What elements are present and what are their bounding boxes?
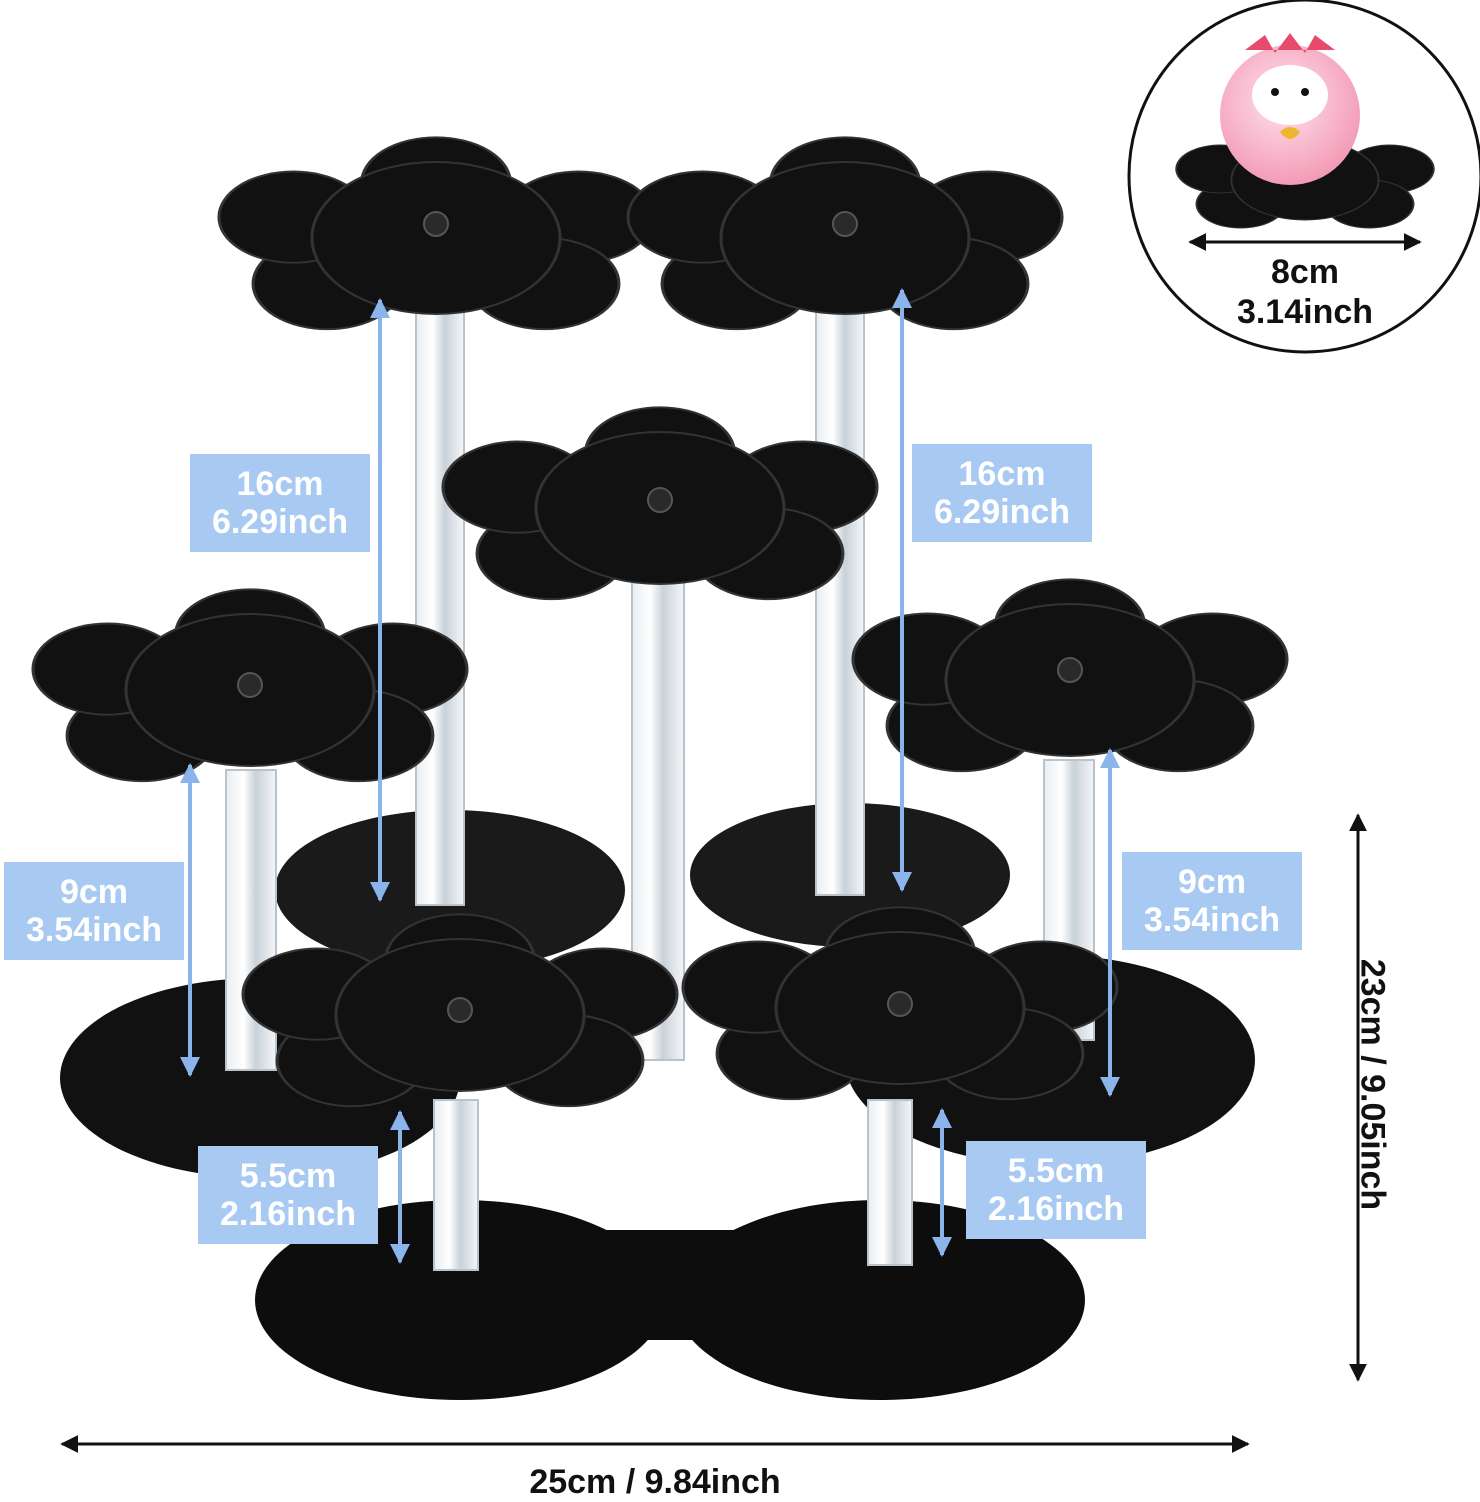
total-height-label: 23cm / 9.05inch — [1353, 958, 1392, 1211]
screws — [237, 211, 1083, 1023]
label-short-right-cm: 5.5cm — [1007, 1152, 1105, 1190]
overall-arrows — [60, 813, 1367, 1453]
label-tall-right-inch: 6.29inch — [933, 493, 1071, 531]
height-arrows — [180, 288, 1120, 1264]
label-mid-left-inch: 3.54inch — [25, 911, 163, 949]
label-short-left-inch: 2.16inch — [219, 1195, 357, 1233]
label-mid-right: 9cm 3.54inch — [1122, 852, 1302, 950]
label-short-right: 5.5cm 2.16inch — [966, 1141, 1146, 1239]
label-tall-right-cm: 16cm — [958, 455, 1046, 493]
platform-size-cm: 8cm — [1270, 253, 1340, 291]
label-short-right-inch: 2.16inch — [987, 1190, 1125, 1228]
platform-size-inch: 3.14inch — [1236, 293, 1374, 331]
label-mid-left-cm: 9cm — [59, 873, 129, 911]
label-short-left-cm: 5.5cm — [239, 1157, 337, 1195]
label-tall-left: 16cm 6.29inch — [190, 454, 370, 552]
label-short-left: 5.5cm 2.16inch — [198, 1146, 378, 1244]
label-mid-left: 9cm 3.54inch — [4, 862, 184, 960]
total-width-label: 25cm / 9.84inch — [529, 1463, 781, 1501]
label-tall-left-inch: 6.29inch — [211, 503, 349, 541]
inset-detail — [1127, 0, 1480, 354]
platform-size: 8cm 3.14inch — [1195, 252, 1415, 332]
label-mid-right-cm: 9cm — [1177, 863, 1247, 901]
label-mid-right-inch: 3.54inch — [1143, 901, 1281, 939]
label-tall-right: 16cm 6.29inch — [912, 444, 1092, 542]
label-tall-left-cm: 16cm — [236, 465, 324, 503]
